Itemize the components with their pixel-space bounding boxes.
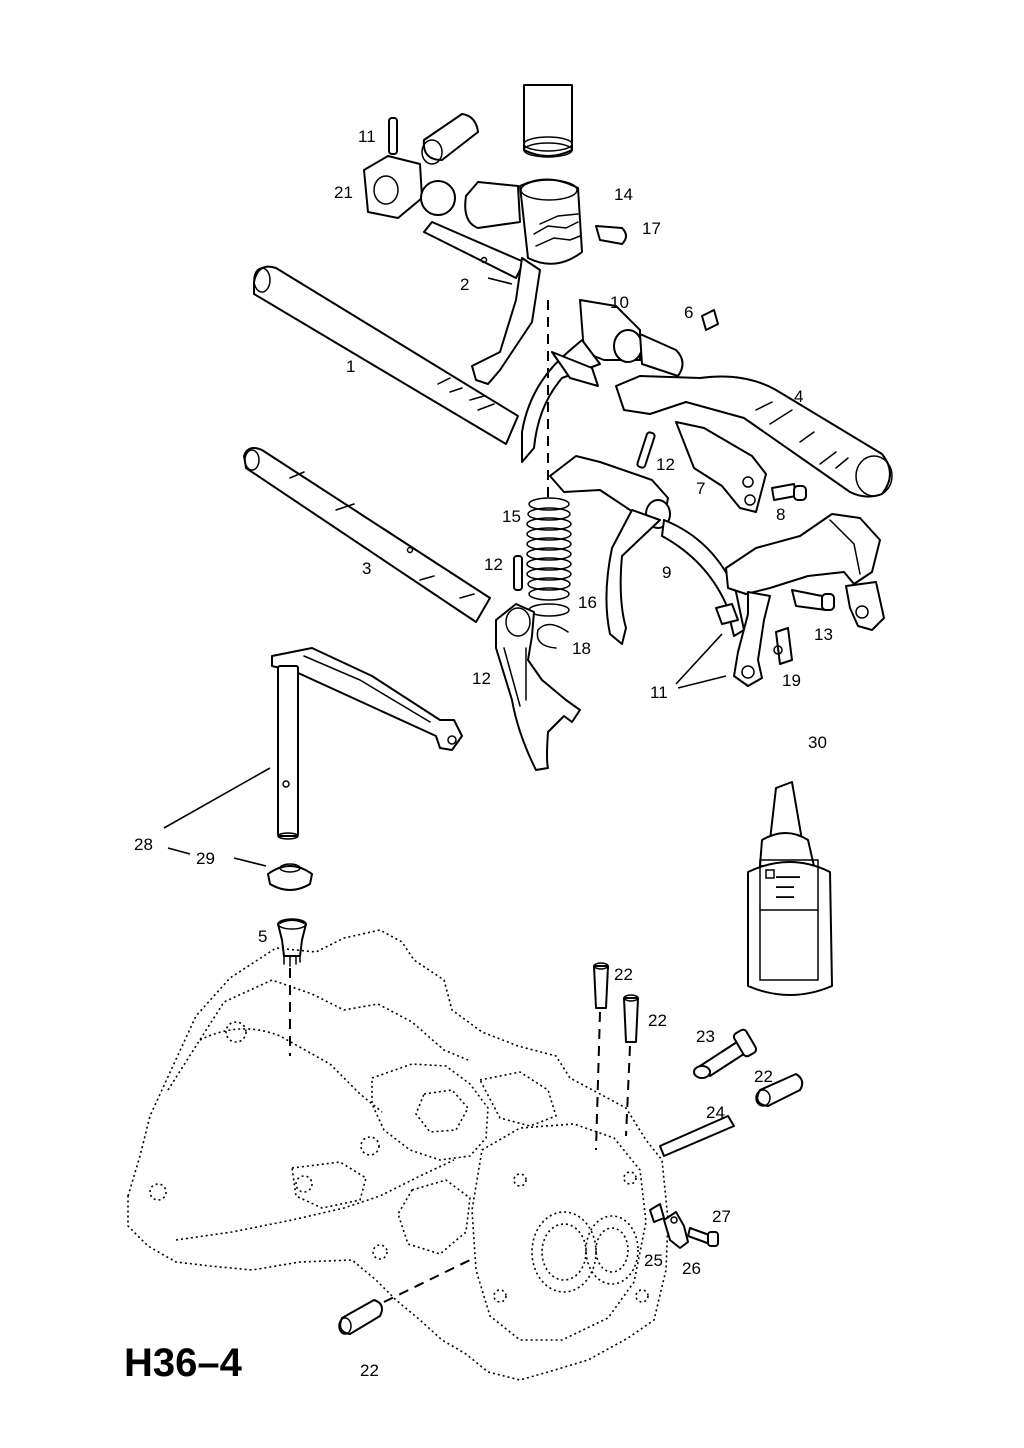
assembly-axis-22d	[383, 1259, 471, 1303]
callout-1: 1	[346, 357, 355, 376]
callout-11-label: 11	[650, 683, 668, 702]
callout-30: 30	[808, 733, 827, 752]
pin-12-lower	[513, 555, 523, 591]
part-9-fork	[549, 455, 745, 645]
callout-28: 28	[134, 835, 153, 854]
part-27-bolt	[687, 1227, 719, 1247]
callout-7: 7	[696, 479, 705, 498]
leader-lines	[163, 277, 727, 867]
part-20-circlip	[536, 623, 569, 649]
part-24-rod	[659, 1115, 735, 1157]
part-13-fork	[495, 603, 581, 771]
callout-12-middle: 12	[656, 455, 675, 474]
part-4-shaft	[615, 375, 893, 498]
callout-27: 27	[712, 1207, 731, 1226]
part-18-ring	[528, 603, 570, 617]
callout-14: 13	[814, 625, 833, 644]
part-25-sleeve	[649, 1203, 665, 1223]
diagram-code: H36–4	[124, 1341, 243, 1385]
selector-shaft-top	[523, 84, 573, 158]
callout-25: 25	[644, 1251, 663, 1270]
part-22-pin-a	[593, 962, 609, 1009]
fork-2	[471, 257, 541, 385]
assembly-axis-22a	[595, 1011, 601, 1151]
callout-18: 16	[578, 593, 597, 612]
part-26-bracket	[663, 1211, 689, 1249]
part-22-pin-d	[338, 1299, 383, 1335]
callout-8: 8	[776, 505, 785, 524]
rod-2	[423, 221, 525, 279]
part-17-spring	[526, 497, 572, 601]
callout-19: 17	[642, 219, 661, 238]
callout-29: 29	[196, 849, 215, 868]
callout-3: 3	[362, 559, 371, 578]
rod-3	[243, 447, 491, 623]
pin-12-middle	[636, 431, 656, 469]
callout-15: 19	[782, 671, 801, 690]
part-8-bolt	[771, 483, 807, 501]
callout-4: 4	[794, 387, 803, 406]
callout-5: 5	[258, 927, 267, 946]
part-15-clip	[773, 627, 793, 665]
gearbox-housing	[127, 929, 669, 1381]
part-5-sleeve	[277, 918, 307, 967]
part-23-pin	[693, 1028, 758, 1079]
callout-9: 9	[662, 563, 671, 582]
svg-text:▬▬▬▬: ▬▬▬▬	[776, 874, 800, 880]
svg-text:▬▬▬: ▬▬▬	[776, 884, 794, 890]
callout-22-c: 22	[754, 1067, 773, 1086]
callout-12-lower: 12	[484, 555, 503, 574]
part-16-shift-finger	[464, 178, 627, 265]
callout-26: 26	[682, 1259, 701, 1278]
assembly-axis-22b	[625, 1045, 631, 1137]
pin-12-top	[388, 117, 398, 155]
part-29-seal	[267, 863, 313, 891]
part-30-bottle: ▬▬▬▬ ▬▬▬ ▬▬▬	[747, 781, 833, 996]
callout-23: 23	[696, 1027, 715, 1046]
callout-22-d: 22	[360, 1361, 379, 1380]
callout-21: 21	[334, 183, 353, 202]
short-rod	[421, 113, 479, 165]
part-28-shaft	[271, 647, 463, 840]
part-10-fork	[521, 299, 684, 463]
part-7-bracket	[675, 421, 767, 513]
callout-6: 6	[684, 303, 693, 322]
part-11-lever	[715, 591, 771, 687]
callout-24: 24	[706, 1103, 725, 1122]
rod-1	[253, 265, 519, 445]
callout-22-a: 22	[614, 965, 633, 984]
part-6-sleeve	[701, 309, 719, 331]
part-21-block	[363, 155, 456, 219]
callout-10: 10	[610, 293, 629, 312]
callout-16: 14	[614, 185, 633, 204]
part-22-pin-c	[755, 1073, 804, 1107]
callout-20: 18	[572, 639, 591, 658]
callout-13: 12	[472, 669, 491, 688]
part-14-housing	[725, 513, 885, 631]
part-22-pin-b	[623, 994, 639, 1043]
callout-17: 15	[502, 507, 521, 526]
callout-2: 2	[460, 275, 469, 294]
callout-12-top: 11	[358, 127, 376, 146]
callout-22-b: 22	[648, 1011, 667, 1030]
svg-text:▬▬▬: ▬▬▬	[776, 894, 794, 900]
